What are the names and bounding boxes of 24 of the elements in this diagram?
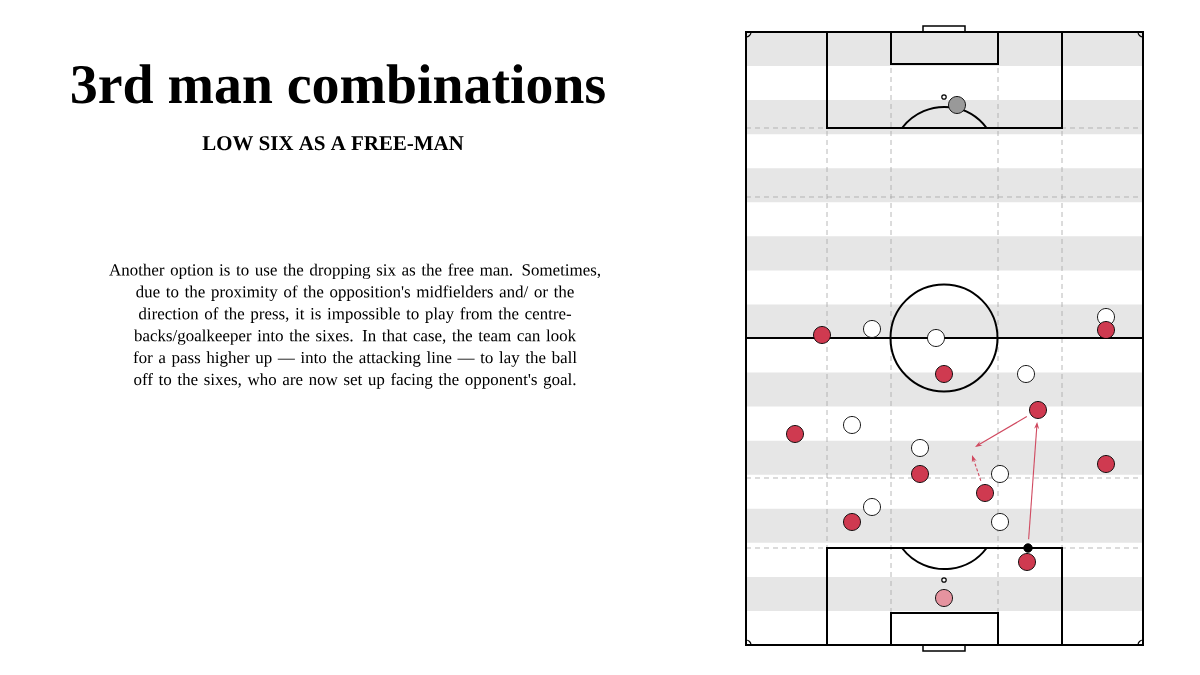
player-marker (786, 425, 804, 443)
player-marker (863, 498, 881, 516)
title: 3rd man combinations (71, 64, 605, 104)
body-paragraph: Another option is to use the dropping six as the free man. Sometimes, due to the proximity of the opposition's midfielders and/ or the direction of the press, it is impossible to play from the centre-backs/goalkeeper into the sixes. In that case, the team can look for a pass higher up — into the attacking line — to lay the ball off to the sixes, who are now set up facing the opponent's goal. (109, 263, 600, 389)
player-marker (991, 465, 1009, 483)
player-marker (911, 439, 929, 457)
player-marker (813, 326, 831, 344)
player-marker (1097, 321, 1115, 339)
player-marker (927, 329, 945, 347)
player-marker (1017, 365, 1035, 383)
player-marker (976, 484, 994, 502)
player-marker (863, 320, 881, 338)
player-marker (1018, 553, 1036, 571)
player-marker (1097, 455, 1115, 473)
player-marker (911, 465, 929, 483)
player-marker (948, 96, 966, 114)
player-marker (843, 416, 861, 434)
player-marker (935, 365, 953, 383)
player-marker (843, 513, 861, 531)
arrow (975, 416, 1028, 447)
player-marker (1029, 401, 1047, 419)
player-marker (935, 589, 953, 607)
subtitle: LOW SIX AS A FREE-MAN (202, 136, 464, 151)
player-marker (991, 513, 1009, 531)
